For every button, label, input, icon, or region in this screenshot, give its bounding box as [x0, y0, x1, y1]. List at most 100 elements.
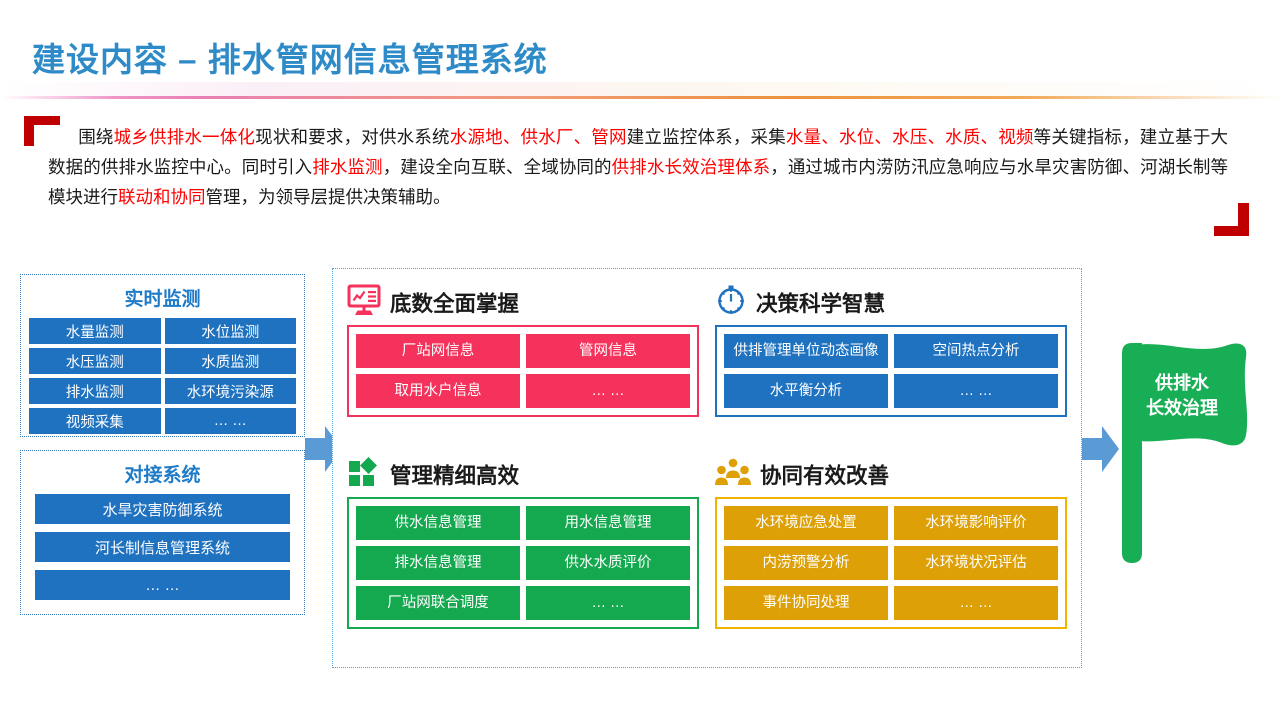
tile-line: 排水信息管理: [394, 554, 482, 571]
quadrant-base-header: 底数全面掌握: [347, 283, 699, 321]
quadrant-tile[interactable]: 供水水质评价: [526, 546, 690, 580]
quadrant-tile[interactable]: 空间热点分析: [894, 334, 1058, 368]
quadrant-tile[interactable]: 事件协同处理: [724, 586, 888, 620]
flag-label-line1: 供排水: [1155, 373, 1209, 393]
intro-paragraph: 围绕城乡供排水一体化现状和要求，对供水系统水源地、供水厂、管网建立监控体系，采集…: [48, 122, 1228, 212]
intro-highlight: 水量、水位、水压、水质、视频: [785, 127, 1034, 147]
panel-chip[interactable]: … …: [164, 408, 296, 434]
quadrant-tile[interactable]: … …: [894, 374, 1058, 408]
tile-line: … …: [591, 594, 625, 611]
monitor-chart-icon: [347, 283, 381, 322]
panel-realtime-chip-grid: 水量监测水位监测水压监测水质监测排水监测水环境污染源视频采集… …: [21, 318, 304, 442]
flow-arrow-right-icon: [1082, 424, 1120, 474]
quadrant-tile[interactable]: … …: [526, 374, 690, 408]
intro-highlight: 城乡供排水一体化: [113, 127, 256, 147]
tile-line: … …: [959, 382, 993, 399]
clock-icon: [715, 284, 747, 321]
quadrant-manage-header: 管理精细高效: [347, 455, 699, 493]
intro-highlight: 联动和协同: [118, 187, 206, 207]
quadrant-tile[interactable]: 供水信息管理: [356, 506, 520, 540]
quadrant-fine-management: 管理精细高效 供水信息管理 用水信息管理排水信息管理 供水水质评价厂站网联合调度 … …: [347, 455, 699, 629]
quadrant-tile[interactable]: … …: [894, 586, 1058, 620]
quadrant-base-box: 厂站网信息 管网信息取用水户信息 … …: [347, 325, 699, 417]
quadrant-manage-tile-grid: 供水信息管理 用水信息管理排水信息管理 供水水质评价厂站网联合调度 … …: [356, 506, 690, 620]
tile-line: 水平衡分析: [769, 382, 843, 399]
panel-chip[interactable]: 视频采集: [29, 408, 161, 434]
quadrant-decision-box: 供排管理单位动态画像 空间热点分析水平衡分析 … …: [715, 325, 1067, 417]
quadrant-collab-tile-grid: 水环境应急处置 水环境影响评价内涝预警分析 水环境状况评估事件协同处理 … …: [724, 506, 1058, 620]
arrow-right-glyph-2: [1082, 426, 1119, 472]
quadrant-tile[interactable]: 供排管理单位动态画像: [724, 334, 888, 368]
panel-chip[interactable]: 水旱灾害防御系统: [35, 494, 290, 524]
panel-docking-title: 对接系统: [124, 465, 201, 486]
panel-docking-systems: 对接系统 水旱灾害防御系统河长制信息管理系统 … …: [20, 450, 305, 615]
intro-segment: ，建设全向互联、全域协同的: [382, 157, 612, 177]
blocks-icon: [347, 456, 381, 493]
quadrant-manage-title: 管理精细高效: [390, 463, 520, 488]
quadrant-base-data: 底数全面掌握 厂站网信息 管网信息取用水户信息 … …: [347, 283, 699, 417]
quadrant-base-tile-grid: 厂站网信息 管网信息取用水户信息 … …: [356, 334, 690, 408]
tile-line: 厂站网联合调度: [387, 594, 489, 611]
panel-chip[interactable]: 水量监测: [29, 318, 161, 344]
tile-line: 厂站网信息: [401, 342, 475, 359]
intro-highlight: 排水监测: [312, 157, 383, 177]
intro-segment: 建立监控体系，采集: [626, 127, 786, 147]
quadrant-tile[interactable]: 水平衡分析: [724, 374, 888, 408]
header-divider: [0, 96, 1280, 99]
intro-highlight: 水源地、供水厂、管网: [449, 127, 627, 147]
quadrant-decision-tile-grid: 供排管理单位动态画像 空间热点分析水平衡分析 … …: [724, 334, 1058, 408]
corner-mark-bottom-right: [1214, 203, 1249, 236]
tile-line: 空间热点分析: [932, 342, 1020, 359]
tile-line: 供水信息管理: [394, 514, 482, 531]
panel-chip[interactable]: 水位监测: [164, 318, 296, 344]
quadrant-tile[interactable]: 排水信息管理: [356, 546, 520, 580]
page-title: 建设内容 – 排水管网信息管理系统: [32, 41, 548, 78]
quadrant-collaboration: 协同有效改善 水环境应急处置 水环境影响评价内涝预警分析 水环境状况评估事件协同处理…: [715, 455, 1067, 629]
center-capability-panel: 底数全面掌握 厂站网信息 管网信息取用水户信息 … …: [332, 268, 1082, 668]
quadrant-tile[interactable]: 水环境影响评价: [894, 506, 1058, 540]
tile-line: 取用水户信息: [394, 382, 482, 399]
quadrant-tile[interactable]: 取用水户信息: [356, 374, 520, 408]
flag-icon: [1122, 343, 1248, 563]
quadrant-tile[interactable]: … …: [526, 586, 690, 620]
quadrant-tile[interactable]: 水环境状况评估: [894, 546, 1058, 580]
goal-flag: 供排水 长效治理: [1100, 335, 1270, 575]
quadrant-decision-title: 决策科学智慧: [756, 291, 886, 316]
panel-chip[interactable]: 河长制信息管理系统: [35, 532, 290, 562]
people-group-icon: [715, 457, 751, 492]
panel-chip[interactable]: 水压监测: [29, 348, 161, 374]
panel-realtime-monitoring: 实时监测 水量监测水位监测水压监测水质监测排水监测水环境污染源视频采集… …: [20, 274, 305, 437]
intro-segment: 现状和要求，对供水系统: [255, 127, 450, 147]
intro-highlight: 供排水长效治理体系: [611, 157, 771, 177]
header-glow: [0, 82, 1280, 96]
quadrant-tile[interactable]: 内涝预警分析: [724, 546, 888, 580]
panel-realtime-title: 实时监测: [124, 289, 201, 310]
tile-line: 供排管理单位: [733, 342, 821, 359]
panel-chip[interactable]: 水环境污染源: [164, 378, 296, 404]
quadrant-tile[interactable]: 水环境应急处置: [724, 506, 888, 540]
tile-line: 供水水质评价: [564, 554, 652, 571]
intro-segment: 等关键指标，建立基于大数据的供排水监控中心。同时引入: [48, 127, 1229, 177]
flag-label-line2: 长效治理: [1146, 398, 1218, 418]
quadrant-tile[interactable]: 管网信息: [526, 334, 690, 368]
quadrant-collab-box: 水环境应急处置 水环境影响评价内涝预警分析 水环境状况评估事件协同处理 … …: [715, 497, 1067, 629]
panel-chip[interactable]: 排水监测: [29, 378, 161, 404]
quadrant-decision-header: 决策科学智慧: [715, 283, 1067, 321]
tile-line: 动态画像: [820, 342, 879, 359]
tile-line: 用水信息管理: [564, 514, 652, 531]
panel-chip[interactable]: … …: [35, 570, 290, 600]
tile-line: 水环境应急处置: [755, 514, 857, 531]
quadrant-base-title: 底数全面掌握: [390, 291, 520, 316]
quadrant-collab-header: 协同有效改善: [715, 455, 1067, 493]
quadrant-tile[interactable]: 用水信息管理: [526, 506, 690, 540]
quadrant-decision-science: 决策科学智慧 供排管理单位动态画像 空间热点分析水平衡分析 … …: [715, 283, 1067, 417]
quadrant-tile[interactable]: 厂站网联合调度: [356, 586, 520, 620]
tile-line: 水环境影响评价: [925, 514, 1027, 531]
panel-chip[interactable]: 水质监测: [164, 348, 296, 374]
intro-segment: ，通过城市内涝防汛应急响应与水旱灾害防御、河湖长制等模块进行: [48, 157, 1229, 207]
tile-line: 水环境状况评估: [925, 554, 1027, 571]
panel-docking-chip-grid: 水旱灾害防御系统河长制信息管理系统 … …: [21, 494, 304, 610]
tile-line: 事件协同处理: [762, 594, 850, 611]
tile-line: … …: [959, 594, 993, 611]
quadrant-tile[interactable]: 厂站网信息: [356, 334, 520, 368]
